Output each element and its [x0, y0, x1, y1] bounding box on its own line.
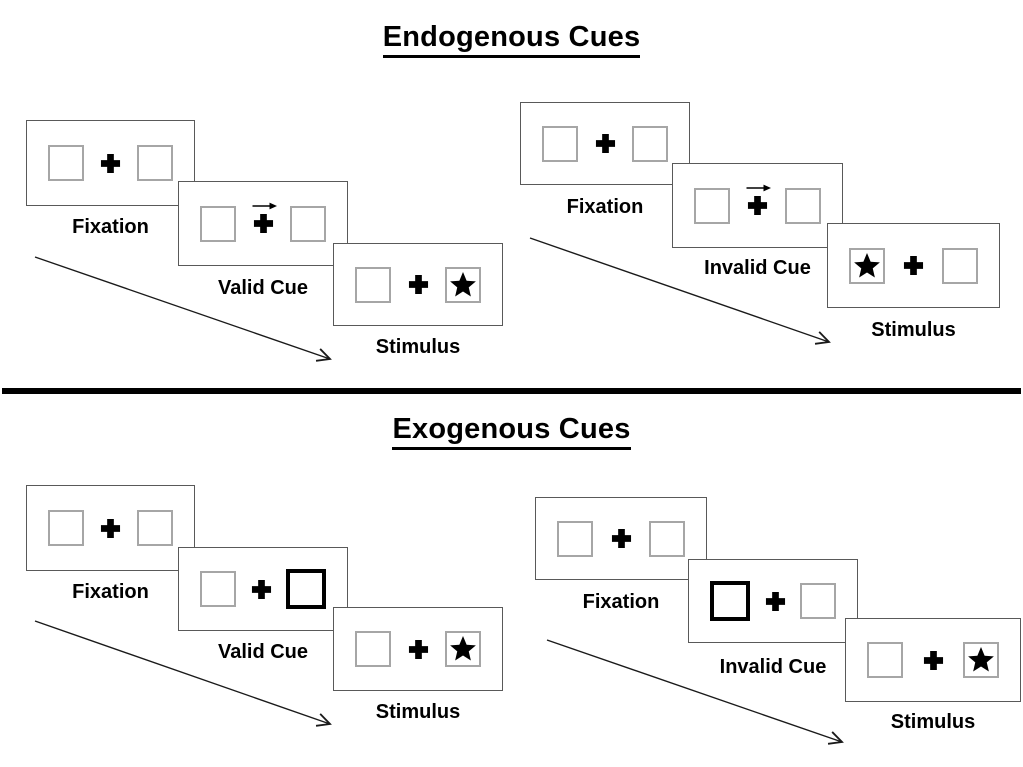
fixation-cross-icon — [611, 528, 632, 549]
fixation-cross-icon — [251, 579, 272, 600]
fixation-label: Fixation — [566, 196, 644, 218]
stimulus-label: Stimulus — [375, 336, 461, 358]
fixation-cross-icon — [595, 133, 616, 154]
placeholder-box-left — [355, 266, 391, 303]
placeholder-box-right — [137, 145, 173, 181]
fixation-panel — [535, 497, 707, 580]
fixation-cross-icon — [903, 255, 924, 276]
fixation-cross-icon — [100, 518, 121, 539]
fixation-label: Fixation — [72, 216, 149, 238]
star-icon — [450, 271, 476, 296]
stimulus-panel — [333, 607, 503, 691]
placeholder-box-right — [137, 510, 173, 546]
placeholder-box-right — [290, 205, 326, 242]
plus-icon — [611, 528, 631, 549]
placeholder-box-left — [48, 510, 84, 546]
fixation-label: Fixation — [582, 591, 660, 613]
fixation-cross-icon — [408, 274, 429, 295]
bold-cue-box-left — [710, 581, 750, 621]
placeholder-box-right — [632, 125, 668, 162]
placeholder-box-left — [48, 145, 84, 181]
placeholder-box-left — [355, 631, 391, 667]
stimulus-label: Stimulus — [890, 711, 976, 733]
cue-panel — [178, 547, 348, 631]
bold-cue-box-right — [286, 569, 326, 609]
placeholder-box-right — [800, 583, 836, 619]
fixation-cross-icon — [100, 153, 121, 174]
plus-icon — [253, 213, 273, 234]
target-box-right — [963, 642, 999, 678]
stimulus-panel — [845, 618, 1021, 702]
timeline-arrow-icon — [34, 620, 332, 727]
cue-label: Valid Cue — [217, 641, 309, 663]
cue-label: Invalid Cue — [719, 656, 827, 678]
fixation-cross-icon — [765, 591, 786, 612]
fixation-panel — [520, 102, 690, 185]
right-arrow-icon — [252, 202, 277, 210]
timeline-arrow-icon — [529, 237, 831, 345]
placeholder-box-left — [200, 205, 236, 242]
placeholder-box-left — [557, 520, 593, 557]
placeholder-box-right — [785, 187, 821, 224]
fixation-panel — [26, 485, 195, 571]
cue-panel — [688, 559, 858, 643]
fixation-cross-icon — [746, 184, 771, 216]
plus-icon — [595, 133, 615, 154]
fixation-cross-icon — [408, 639, 429, 660]
section-title-exogenous: Exogenous Cues — [10, 413, 1013, 450]
fixation-label: Fixation — [72, 581, 149, 603]
plus-icon — [100, 153, 121, 173]
section-title-text: Endogenous Cues — [382, 21, 641, 58]
placeholder-box-right — [649, 520, 685, 557]
target-box-right — [445, 631, 481, 667]
cue-label: Valid Cue — [217, 277, 309, 299]
placeholder-box-left — [867, 642, 903, 678]
plus-icon — [747, 195, 768, 216]
star-icon — [968, 647, 994, 672]
fixation-cross-icon — [252, 202, 277, 234]
section-divider — [2, 388, 1021, 394]
plus-icon — [903, 255, 924, 276]
stimulus-panel — [333, 243, 503, 326]
section-title-text: Exogenous Cues — [392, 413, 631, 450]
stimulus-label: Stimulus — [375, 701, 461, 723]
timeline-arrow-icon — [546, 639, 844, 745]
star-icon — [854, 252, 880, 277]
section-title-endogenous: Endogenous Cues — [10, 21, 1013, 58]
target-box-right — [445, 266, 481, 303]
placeholder-box-left — [694, 187, 730, 224]
timeline-arrow-icon — [34, 256, 332, 362]
right-arrow-icon — [746, 184, 771, 192]
stimulus-label: Stimulus — [871, 319, 956, 341]
plus-icon — [923, 650, 943, 670]
plus-icon — [251, 579, 271, 599]
placeholder-box-left — [542, 125, 578, 162]
cue-panel — [672, 163, 843, 248]
placeholder-box-right — [942, 247, 978, 284]
cue-panel — [178, 181, 348, 266]
plus-icon — [408, 274, 428, 295]
plus-icon — [408, 639, 428, 659]
star-icon — [450, 636, 476, 661]
cue-label: Invalid Cue — [704, 257, 811, 279]
plus-icon — [100, 518, 121, 538]
fixation-panel — [26, 120, 195, 206]
stimulus-panel — [827, 223, 1000, 308]
plus-icon — [765, 591, 785, 611]
fixation-cross-icon — [923, 650, 944, 671]
placeholder-box-left — [200, 571, 236, 607]
target-box-left — [849, 247, 885, 284]
